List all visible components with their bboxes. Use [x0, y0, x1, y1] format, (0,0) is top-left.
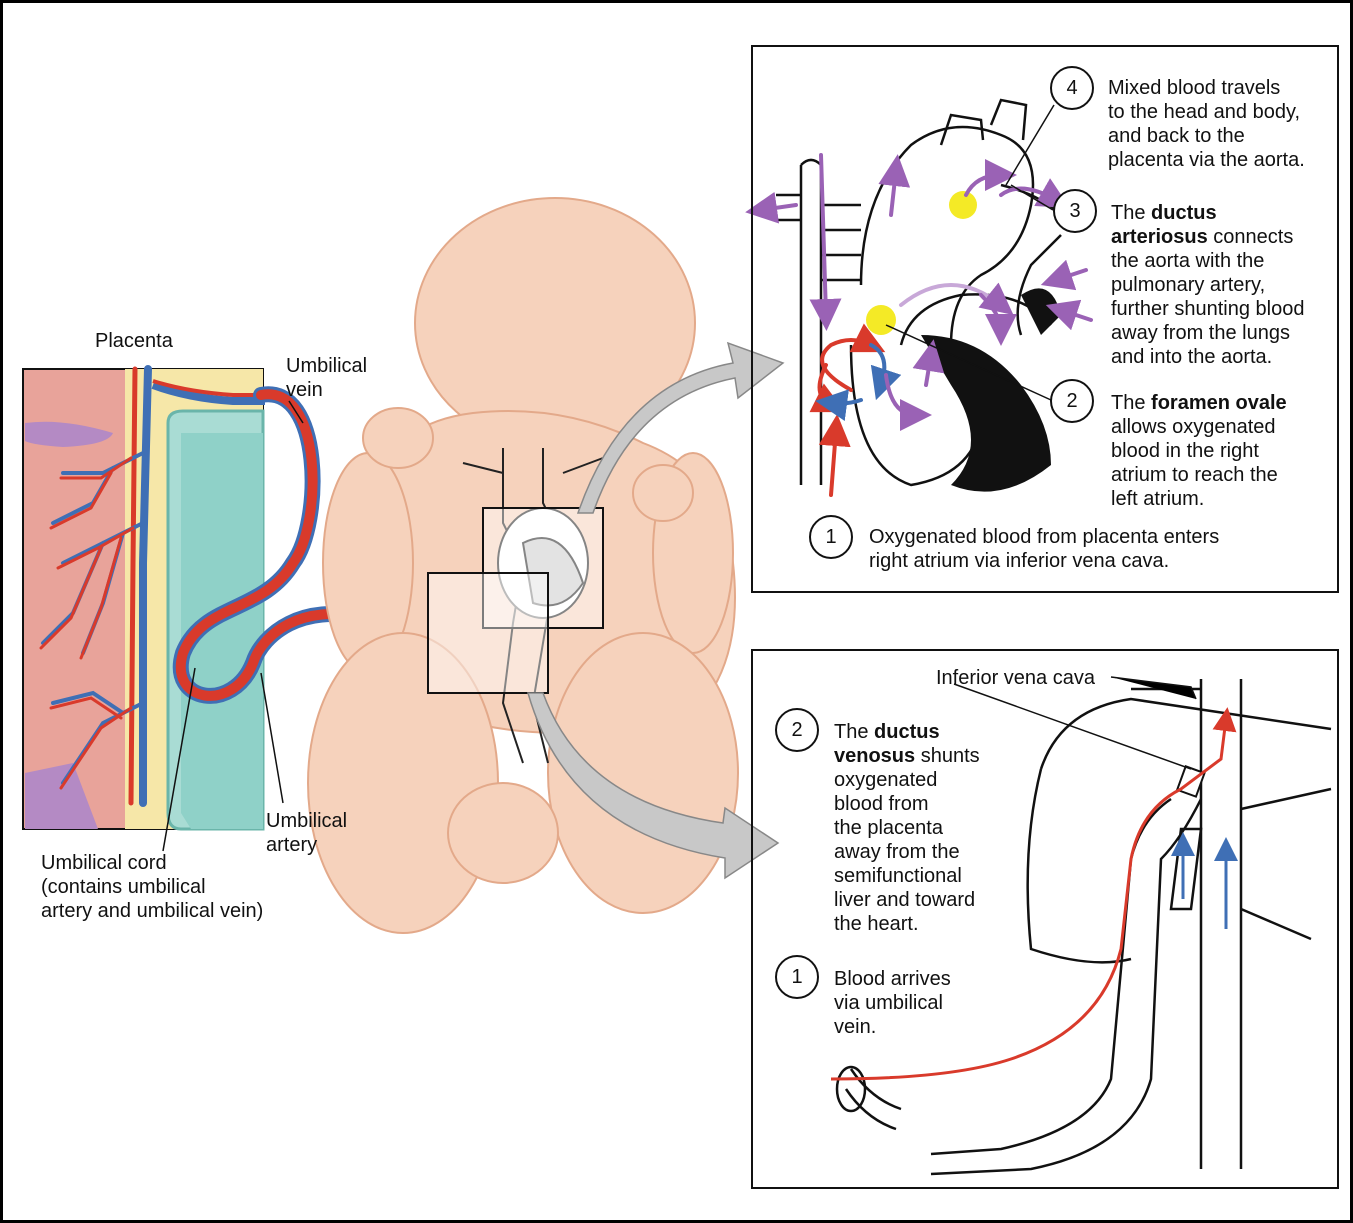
fetus-left-fist [362, 407, 434, 469]
liver-step-1-text: Blood arrives via umbilical vein. [834, 968, 951, 1038]
placenta-purple-band [25, 421, 113, 447]
ductus-venosus-term: ductus venosus [834, 721, 940, 767]
leader-step-2 [885, 324, 1052, 401]
leader-umbilical-cord [162, 667, 196, 852]
ductus-arteriosus-term: ductus arteriosus [1111, 202, 1217, 248]
placenta-vessel-tree [39, 365, 152, 807]
placenta-purple-patch [25, 763, 98, 829]
liver-detail-panel [751, 649, 1339, 1189]
leader-ivc [1110, 676, 1197, 700]
liver-step-2-text: The ductus venosus shunts oxygenated blo… [834, 721, 980, 935]
liver-step-2-number: 2 [775, 708, 819, 752]
leader-umbilical-vein [288, 400, 304, 424]
heart-step-1-text: Oxygenated blood from placenta enters ri… [869, 526, 1220, 572]
liver-panel-art [830, 676, 1332, 1176]
leader-step-3 [1010, 184, 1054, 211]
umbilical-vein-label: Umbilical vein [286, 355, 368, 401]
diagram-artwork [22, 98, 1332, 1176]
ivc-label: Inferior vena cava [936, 667, 1095, 689]
heart-ventricle-wall [921, 335, 1051, 492]
callout-arrow-liver [527, 692, 780, 880]
heart-step-2-text: The foramen ovale allows oxygenated bloo… [1111, 392, 1287, 510]
umbilical-cord-label: Umbilical cord (contains umbilical arter… [41, 852, 264, 922]
leader-ductus-venosus [953, 683, 1192, 770]
heart-step-3-text: The ductus arteriosus connects the aorta… [1111, 202, 1305, 368]
leader-step-4 [1005, 104, 1055, 186]
fetus-right-fist [632, 464, 694, 522]
heart-step-4-text: Mixed blood travels to the head and body… [1108, 77, 1305, 171]
heart-step-4-number: 4 [1050, 66, 1094, 110]
liver-step-1-number: 1 [775, 955, 819, 999]
placenta-section [22, 365, 265, 831]
umbilical-vein-flow [830, 707, 1237, 1081]
heart-step-3-number: 3 [1053, 189, 1097, 233]
leader-umbilical-artery [260, 672, 284, 804]
ivc-flow-arrow [818, 414, 851, 497]
placenta-label: Placenta [95, 330, 173, 352]
amniotic-fluid [181, 433, 263, 829]
heart-panel-art [745, 98, 1093, 497]
foramen-ovale-term: foramen ovale [1151, 392, 1287, 414]
liver-zoom-box [427, 572, 549, 694]
heart-zoom-box [482, 507, 604, 629]
umbilical-artery-label: Umbilical artery [266, 810, 348, 856]
heart-step-2-number: 2 [1050, 379, 1094, 423]
ductus-arteriosus-highlight [949, 191, 977, 219]
fetus-foot [447, 782, 559, 884]
callout-arrow-heart [576, 341, 785, 514]
ivc-vessel [1199, 679, 1243, 1169]
heart-step-1-number: 1 [809, 515, 853, 559]
fetal-vessels [462, 448, 604, 764]
heart-detail-panel [751, 45, 1339, 593]
